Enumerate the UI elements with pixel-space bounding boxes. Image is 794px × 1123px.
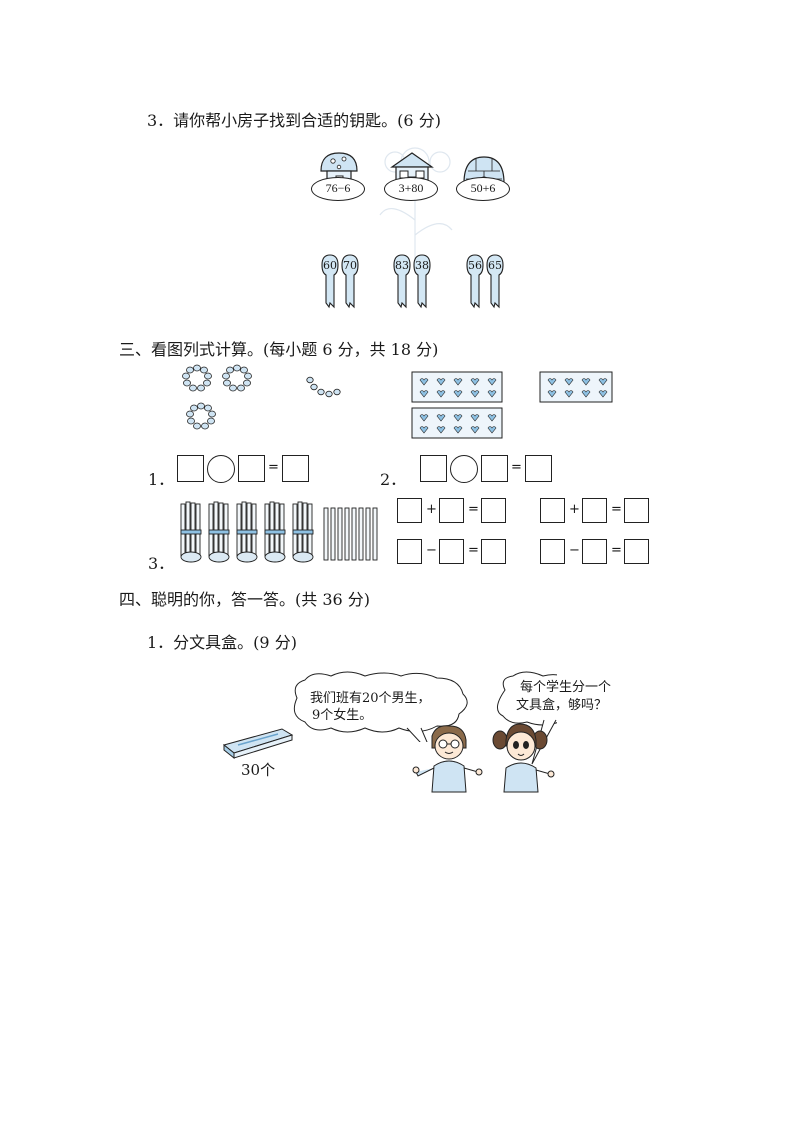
operator-circle[interactable] (450, 455, 478, 483)
boy-character-icon (412, 725, 483, 793)
key-3-left-number: 56 (468, 259, 482, 272)
key-pair-3: 56 65 (462, 253, 508, 311)
key-1-right-number: 70 (343, 259, 357, 272)
house-1-label: 76−6 (311, 177, 365, 201)
key-3-right-number: 65 (488, 259, 502, 272)
answer-box[interactable] (397, 539, 422, 564)
house-1: 76−6 (311, 149, 367, 203)
answer-box[interactable] (540, 498, 565, 523)
problem-1-number: 1． (148, 470, 175, 489)
girl-speech-line-1: 每个学生分一个 (520, 680, 612, 695)
minus-sign: − (426, 543, 437, 558)
girl-character-icon (492, 723, 555, 793)
section-4-question-1-title: 1．分文具盒。(9 分) (147, 633, 297, 652)
key-icon (321, 254, 359, 309)
house-3: 50+6 (456, 149, 512, 203)
heart-trays-icon (411, 371, 613, 439)
bead-rings-icon (182, 364, 341, 430)
pencil-box-count: 30个 (241, 761, 276, 779)
speech-bubbles (293, 671, 557, 742)
house-3-label: 50+6 (456, 177, 510, 201)
answer-box[interactable] (582, 498, 607, 523)
answer-box[interactable] (624, 539, 649, 564)
equals-sign: = (468, 502, 479, 517)
house-2: 3+80 (384, 149, 440, 203)
question-3-title: 3．请你帮小房子找到合适的钥匙。(6 分) (147, 111, 441, 130)
key-pair-2: 83 38 (389, 253, 435, 311)
answer-box[interactable] (397, 498, 422, 523)
equals-sign: = (611, 502, 622, 517)
answer-box[interactable] (582, 539, 607, 564)
answer-box[interactable] (439, 539, 464, 564)
answer-box[interactable] (525, 455, 552, 482)
key-2-left-number: 83 (395, 259, 409, 272)
section-3-title: 三、看图列式计算。(每小题 6 分，共 18 分) (119, 340, 439, 359)
answer-box[interactable] (238, 455, 265, 482)
answer-box[interactable] (540, 539, 565, 564)
girl-speech-line-2: 文具盒，够吗？ (516, 698, 608, 713)
operator-circle[interactable] (207, 455, 235, 483)
problem-3-number: 3． (148, 554, 175, 573)
equals-sign: = (468, 543, 479, 558)
equals-sign: = (611, 543, 622, 558)
answer-box[interactable] (624, 498, 649, 523)
minus-sign: − (569, 543, 580, 558)
house-2-label: 3+80 (384, 177, 438, 201)
key-2-right-number: 38 (415, 259, 429, 272)
answer-box[interactable] (439, 498, 464, 523)
answer-box[interactable] (481, 539, 506, 564)
answer-box[interactable] (177, 455, 204, 482)
stick-bundles-icon (180, 501, 378, 563)
key-pair-1: 60 70 (317, 253, 363, 311)
problem-2-number: 2． (380, 470, 407, 489)
plus-sign: + (569, 502, 580, 517)
boy-speech-line-1: 我们班有20个男生， (310, 691, 431, 706)
boy-speech-line-2: 9个女生。 (312, 708, 373, 723)
equals-sign: = (511, 460, 522, 475)
key-icon (393, 254, 431, 309)
pencil-box-icon (222, 728, 294, 760)
key-1-left-number: 60 (323, 259, 337, 272)
plus-sign: + (426, 502, 437, 517)
equals-sign: = (268, 460, 279, 475)
key-icon (466, 254, 504, 309)
section-4-title: 四、聪明的你，答一答。(共 36 分) (119, 590, 371, 609)
answer-box[interactable] (481, 498, 506, 523)
answer-box[interactable] (420, 455, 447, 482)
answer-box[interactable] (481, 455, 508, 482)
answer-box[interactable] (282, 455, 309, 482)
